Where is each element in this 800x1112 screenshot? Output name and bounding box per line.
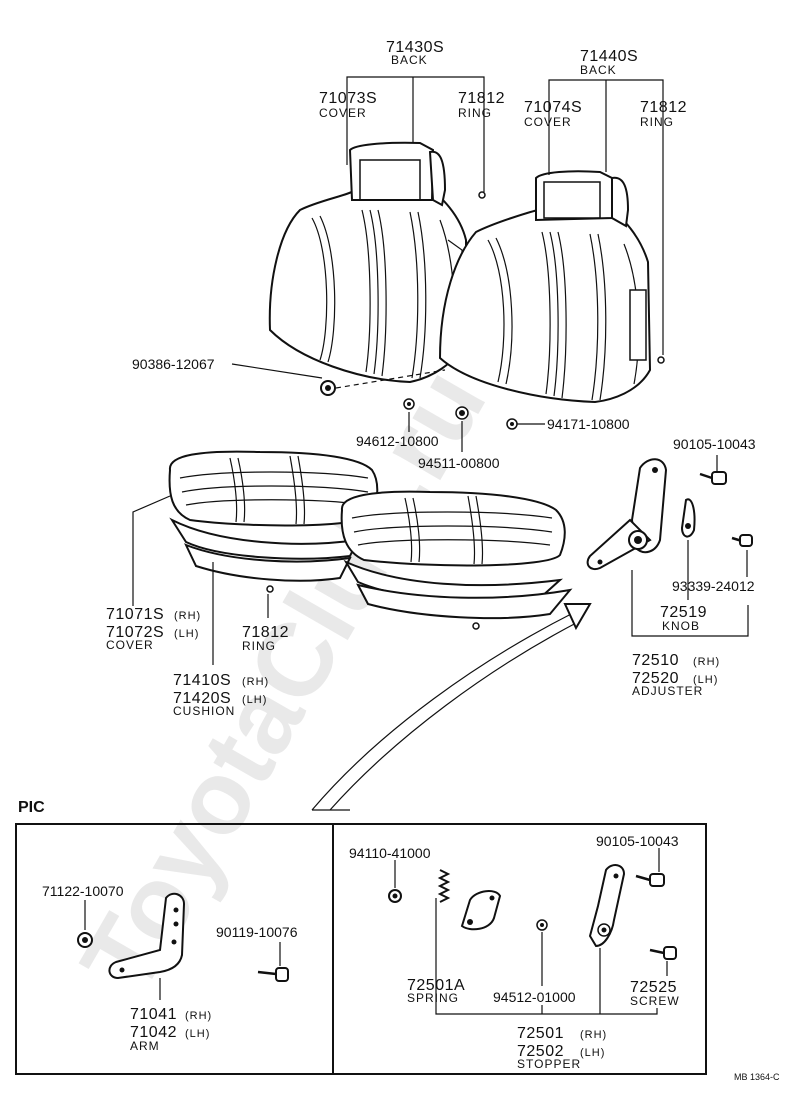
adjuster-name: ADJUSTER bbox=[632, 684, 703, 698]
spring-name: SPRING bbox=[407, 991, 459, 1005]
screw-adjuster-label: 90105-10043 bbox=[673, 436, 756, 452]
stopper-arm-icon bbox=[588, 864, 626, 948]
screw-90105-icon bbox=[699, 471, 727, 485]
cover-back-rh-name: COVER bbox=[319, 106, 367, 120]
washer-94612-icon bbox=[403, 398, 415, 410]
arm-name: ARM bbox=[130, 1039, 160, 1053]
ring-back-rh-name: RING bbox=[458, 106, 492, 120]
arm-icon bbox=[108, 892, 186, 980]
back-rh-name: BACK bbox=[391, 53, 428, 67]
bolt-label: 90386-12067 bbox=[132, 356, 215, 372]
cover-cushion-part-rh: 71071S bbox=[106, 606, 164, 623]
cushion-rh: (RH) bbox=[242, 676, 269, 688]
diagram-code: MB 1364-C bbox=[734, 1072, 780, 1082]
cover-cushion-part-lh: 71072S bbox=[106, 624, 164, 641]
screw-knob-label: 93339-24012 bbox=[672, 578, 755, 594]
cover-back-lh-name: COVER bbox=[524, 115, 572, 129]
arm-rh: (RH) bbox=[185, 1010, 212, 1022]
stopper-name: STOPPER bbox=[517, 1057, 581, 1071]
ring-cushion-icon bbox=[266, 585, 274, 593]
bolt-90386-icon bbox=[320, 380, 336, 396]
screw-name: SCREW bbox=[630, 994, 680, 1008]
screw-90105-pic-icon bbox=[635, 873, 665, 887]
pic-bolt-label: 90119-10076 bbox=[216, 924, 298, 940]
cover-back-rh-part: 71073S bbox=[319, 90, 377, 107]
watermark: ToyotaClub.ru bbox=[59, 350, 508, 1012]
seat-cushion-lh bbox=[340, 490, 573, 620]
stopper-lh: (LH) bbox=[580, 1047, 605, 1059]
ring-cushion-lh-icon bbox=[472, 622, 480, 630]
nut-94171-icon bbox=[506, 418, 518, 430]
pic-washer-label: 94512-01000 bbox=[493, 989, 576, 1005]
screw-part: 72525 bbox=[630, 979, 677, 996]
ring-back-lh-part: 71812 bbox=[640, 99, 687, 116]
cover-cushion-name: COVER bbox=[106, 638, 154, 652]
cushion-lh: (LH) bbox=[242, 694, 267, 706]
stopper-bracket-icon bbox=[460, 890, 502, 931]
cover-cushion-rh: (RH) bbox=[174, 610, 201, 622]
screw-93339-icon bbox=[731, 534, 753, 547]
arm-lh: (LH) bbox=[185, 1028, 210, 1040]
adjuster-part-lh: 72520 bbox=[632, 670, 679, 687]
cushion-part-lh: 71420S bbox=[173, 690, 231, 707]
seat-cushion-rh bbox=[168, 450, 379, 582]
back-rh-part: 71430S bbox=[386, 39, 444, 56]
pic-screw-top-label: 90105-10043 bbox=[596, 833, 679, 849]
ring-back-rh-icon bbox=[478, 191, 486, 199]
nut-small-label: 94511-00800 bbox=[418, 455, 500, 471]
screw-72525-icon bbox=[649, 946, 677, 960]
spring-icon bbox=[437, 869, 451, 903]
spring-part: 72501A bbox=[407, 977, 465, 994]
stopper-part-lh: 72502 bbox=[517, 1043, 564, 1060]
knob-icon bbox=[680, 498, 696, 538]
ring-cushion-name: RING bbox=[242, 639, 276, 653]
nut-label: 94171-10800 bbox=[547, 416, 630, 432]
cover-cushion-lh: (LH) bbox=[174, 628, 199, 640]
ring-cushion-part: 71812 bbox=[242, 624, 289, 641]
adjuster-part-rh: 72510 bbox=[632, 652, 679, 669]
adjuster-lh: (LH) bbox=[693, 674, 718, 686]
pic-nut-right-label: 94110-41000 bbox=[349, 845, 431, 861]
back-lh-part: 71440S bbox=[580, 48, 638, 65]
washer-label: 94612-10800 bbox=[356, 433, 439, 449]
cushion-name: CUSHION bbox=[173, 704, 235, 718]
back-lh-name: BACK bbox=[580, 63, 617, 77]
arm-part-lh: 71042 bbox=[130, 1024, 177, 1041]
seat-back-lh bbox=[438, 170, 652, 404]
bolt-90119-icon bbox=[257, 967, 289, 982]
seat-back-rh bbox=[268, 141, 467, 384]
nut-94110-icon bbox=[388, 889, 402, 903]
adjuster-rh: (RH) bbox=[693, 656, 720, 668]
knob-name: KNOB bbox=[662, 619, 700, 633]
adjuster-icon bbox=[586, 458, 668, 570]
cushion-part-rh: 71410S bbox=[173, 672, 231, 689]
stopper-part-rh: 72501 bbox=[517, 1025, 564, 1042]
pic-heading: PIC bbox=[18, 799, 45, 816]
knob-part: 72519 bbox=[660, 604, 707, 621]
pic-frame bbox=[15, 823, 707, 1075]
washer-94512-icon bbox=[536, 919, 548, 931]
ring-back-lh-icon bbox=[657, 356, 665, 364]
ring-back-lh-name: RING bbox=[640, 115, 674, 129]
nut-71122-icon bbox=[77, 932, 93, 948]
pic-nut-label: 71122-10070 bbox=[42, 883, 124, 899]
stopper-rh: (RH) bbox=[580, 1029, 607, 1041]
arm-part-rh: 71041 bbox=[130, 1006, 177, 1023]
ring-back-rh-part: 71812 bbox=[458, 90, 505, 107]
nut-94511-icon bbox=[455, 406, 469, 420]
cover-back-lh-part: 71074S bbox=[524, 99, 582, 116]
